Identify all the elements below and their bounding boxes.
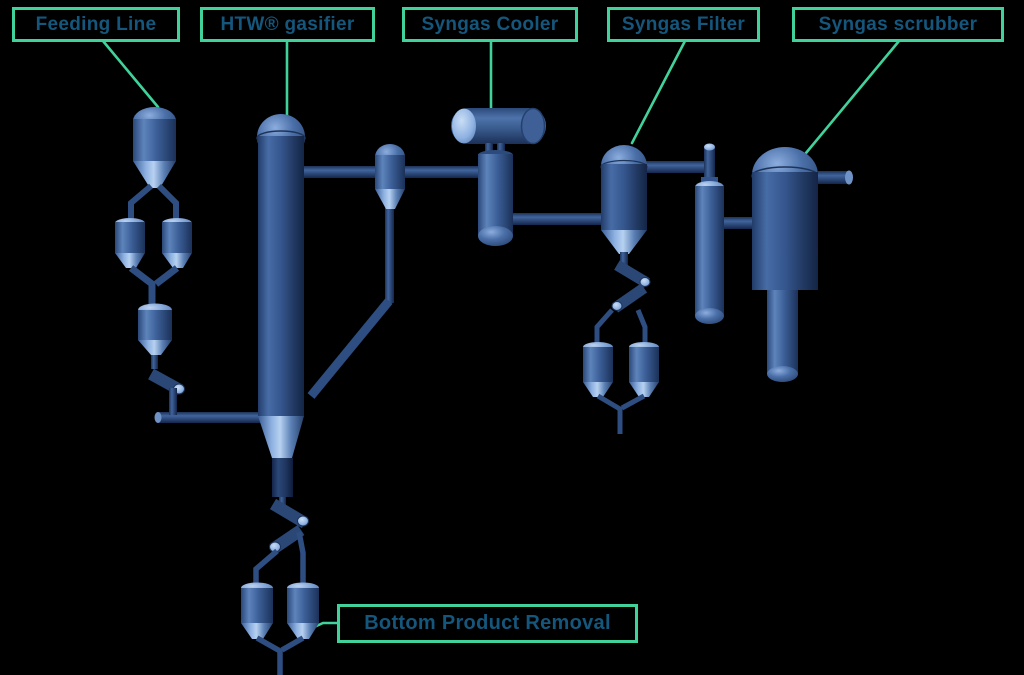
lock-hopper-left-body (115, 222, 145, 253)
filter-conveyor-2-cap (611, 301, 623, 311)
filter-conveyor-1-cap (639, 277, 651, 287)
hopper-leg-right (156, 183, 179, 221)
gasifier-neck (272, 458, 293, 497)
cooler-body (478, 154, 513, 236)
bottom-leg-right (296, 531, 306, 586)
label-feeding-line-text: Feeding Line (35, 13, 157, 35)
lock-hopper-right-body (162, 222, 192, 253)
gasifier-cone (258, 416, 304, 458)
steam-drum-left-cap (452, 108, 476, 144)
feed-vessel-outlet (151, 355, 158, 369)
label-syngas-filter-text: Syngas Filter (621, 13, 746, 35)
column-body (695, 186, 724, 316)
leader-syngas-scrubber (804, 39, 901, 155)
cyclone-dipleg-diagonal (307, 298, 393, 399)
ash-vessel-right-cone (629, 382, 659, 397)
label-bottom-product-removal-text: Bottom Product Removal (364, 612, 611, 634)
bottom-leg-left (253, 548, 279, 586)
lock-hopper-converge-left (128, 265, 156, 306)
column-to-scrubber-pipe (723, 217, 753, 229)
drum-connector-pipe-2 (497, 143, 505, 155)
filter-body (601, 164, 647, 230)
scrubber-body (752, 172, 818, 290)
feed-hopper-cone (133, 161, 176, 188)
column-riser-pipe (704, 146, 715, 187)
leader-syngas-filter (630, 39, 687, 145)
ash-converge-left (596, 393, 623, 434)
label-htw-gasifier-text: HTW® gasifier (220, 13, 355, 35)
steam-drum-right-cap (520, 107, 546, 145)
filter-outlet-stub (620, 252, 628, 265)
column-bottom (695, 308, 724, 324)
bottom-converge-right (280, 635, 305, 653)
lock-hopper-right-cone (162, 253, 192, 268)
feed-pipe-end-cap (154, 412, 162, 423)
gasifier-body (258, 136, 304, 416)
label-syngas-cooler-text: Syngas Cooler (421, 13, 559, 35)
label-syngas-cooler: Syngas Cooler (402, 7, 578, 42)
column-riser-cap (704, 143, 715, 151)
drum-connector-pipe-1 (485, 143, 493, 155)
scrubber-outlet-pipe (818, 171, 849, 184)
bottom-converge-left (255, 635, 283, 675)
label-bottom-product-removal: Bottom Product Removal (337, 604, 638, 643)
feed-drop-pipe (169, 388, 177, 415)
cooler-bottom (478, 226, 513, 246)
cyclone-cone (375, 189, 405, 209)
label-syngas-scrubber: Syngas scrubber (792, 7, 1004, 42)
wash-column-assembly (695, 143, 724, 324)
ash-converge-right (620, 393, 646, 411)
cyclone-dipleg-vertical (385, 206, 394, 303)
cyclone-body (375, 155, 405, 189)
filter-leg-right (635, 309, 648, 348)
bottom-vessel-left-body (241, 588, 273, 623)
ash-vessel-right-body (629, 347, 659, 382)
label-syngas-scrubber-text: Syngas scrubber (818, 13, 978, 35)
hopper-leg-left (128, 183, 153, 221)
label-syngas-filter: Syngas Filter (607, 7, 760, 42)
ash-vessel-left-body (583, 347, 613, 382)
feed-vessel-cone (138, 340, 172, 355)
steam-drum (451, 108, 546, 144)
cooler-to-filter-pipe (512, 213, 602, 225)
htw-gasifier-assembly (241, 114, 319, 675)
bottom-vessel-right-body (287, 588, 319, 623)
ash-vessel-left-cone (583, 382, 613, 397)
label-feeding-line: Feeding Line (12, 7, 180, 42)
feeding-line-assembly (115, 107, 192, 415)
scrubber-bottom-cylinder (767, 290, 798, 374)
lock-hopper-converge-right (153, 265, 180, 287)
filter-cone (601, 230, 647, 254)
scrubber-outlet-cap (845, 170, 853, 185)
scrubber-bottom-cap (767, 366, 798, 382)
gasifier-outlet-stub (279, 497, 286, 506)
bottom-vessel-left-cone (241, 623, 273, 639)
feed-vessel-body (138, 310, 172, 340)
bottom-conveyor-1-cap (297, 515, 309, 527)
label-htw-gasifier: HTW® gasifier (200, 7, 375, 42)
leader-lines (101, 39, 901, 630)
syngas-cooler-assembly (451, 107, 546, 246)
bottom-vessel-right-cone (287, 623, 319, 639)
process-pipes (154, 161, 753, 423)
filter-leg-left (594, 308, 614, 348)
cyclone-assembly (307, 144, 405, 399)
syngas-filter-assembly (583, 145, 659, 434)
filter-to-column-pipe (646, 161, 706, 173)
feed-hopper-body (133, 119, 176, 161)
syngas-scrubber-assembly (751, 147, 853, 382)
leader-feeding-line (101, 39, 160, 109)
lock-hopper-left-cone (115, 253, 145, 268)
feed-pipe (157, 412, 263, 423)
